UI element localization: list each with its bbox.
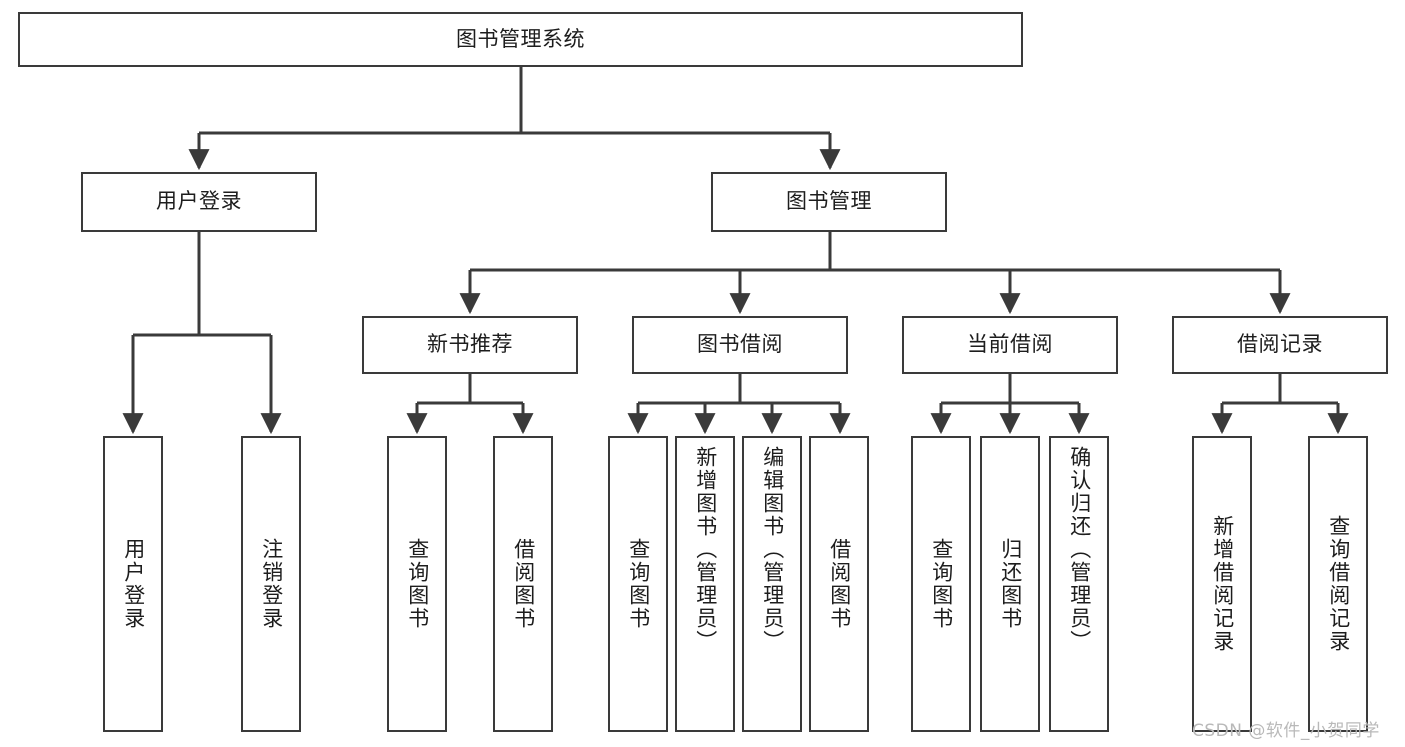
leaf-label: 借阅图书 <box>827 538 852 630</box>
leaf-label: 新增借阅记录 <box>1210 515 1235 653</box>
leaf-new-book-query[interactable]: 查询图书 <box>387 436 447 732</box>
node-current-borrow[interactable]: 当前借阅 <box>902 316 1118 374</box>
leaf-label: 新增图书（管理员） <box>693 446 718 653</box>
node-root[interactable]: 图书管理系统 <box>18 12 1023 67</box>
leaf-label: 查询图书 <box>626 538 651 630</box>
node-borrow-record[interactable]: 借阅记录 <box>1172 316 1388 374</box>
leaf-user-login-logout[interactable]: 注销登录 <box>241 436 301 732</box>
leaf-label: 注销登录 <box>259 538 284 630</box>
leaf-label: 归还图书 <box>998 538 1023 630</box>
node-user-login[interactable]: 用户登录 <box>81 172 317 232</box>
node-borrow-record-label: 借阅记录 <box>1237 332 1323 357</box>
leaf-borrow-record-query[interactable]: 查询借阅记录 <box>1308 436 1368 732</box>
leaf-book-borrow-borrow[interactable]: 借阅图书 <box>809 436 869 732</box>
node-new-book-recommend-label: 新书推荐 <box>427 332 513 357</box>
node-current-borrow-label: 当前借阅 <box>967 332 1053 357</box>
leaf-borrow-record-add[interactable]: 新增借阅记录 <box>1192 436 1252 732</box>
leaf-user-login-login[interactable]: 用户登录 <box>103 436 163 732</box>
leaf-label: 查询图书 <box>405 538 430 630</box>
node-book-management-label: 图书管理 <box>786 189 872 214</box>
leaf-label: 确认归还（管理员） <box>1067 446 1092 653</box>
leaf-current-borrow-query[interactable]: 查询图书 <box>911 436 971 732</box>
node-new-book-recommend[interactable]: 新书推荐 <box>362 316 578 374</box>
node-book-borrow[interactable]: 图书借阅 <box>632 316 848 374</box>
leaf-label: 查询图书 <box>929 538 954 630</box>
leaf-label: 编辑图书（管理员） <box>760 446 785 653</box>
node-user-login-label: 用户登录 <box>156 189 242 214</box>
node-book-borrow-label: 图书借阅 <box>697 332 783 357</box>
leaf-book-borrow-query[interactable]: 查询图书 <box>608 436 668 732</box>
node-root-label: 图书管理系统 <box>456 26 585 51</box>
leaf-label: 查询借阅记录 <box>1326 515 1351 653</box>
leaf-new-book-borrow[interactable]: 借阅图书 <box>493 436 553 732</box>
leaf-current-borrow-confirm[interactable]: 确认归还（管理员） <box>1049 436 1109 732</box>
leaf-current-borrow-return[interactable]: 归还图书 <box>980 436 1040 732</box>
node-book-management[interactable]: 图书管理 <box>711 172 947 232</box>
leaf-label: 借阅图书 <box>511 538 536 630</box>
leaf-book-borrow-add[interactable]: 新增图书（管理员） <box>675 436 735 732</box>
leaf-label: 用户登录 <box>121 538 146 630</box>
leaf-book-borrow-edit[interactable]: 编辑图书（管理员） <box>742 436 802 732</box>
watermark: CSDN @软件_小贺同学 <box>1192 721 1380 741</box>
